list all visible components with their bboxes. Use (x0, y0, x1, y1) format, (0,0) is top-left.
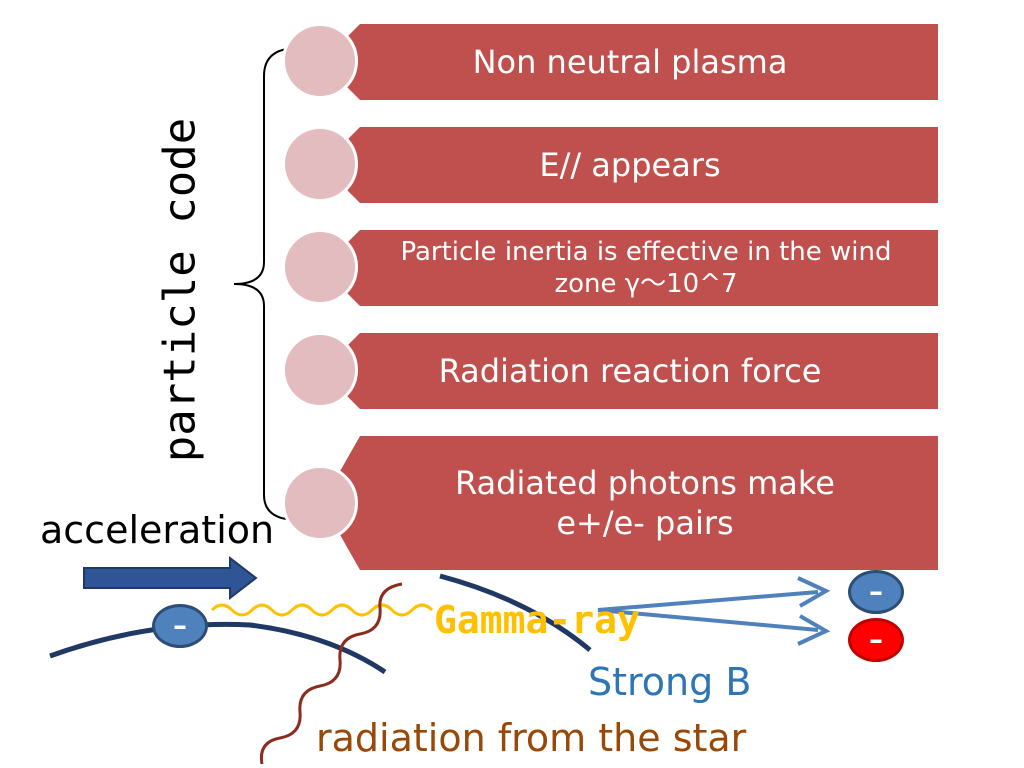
radiation-wave (259, 582, 403, 765)
box-text: Non neutral plasma (472, 43, 788, 81)
acceleration-arrow-icon (83, 555, 258, 601)
particle-code-label: particle code (154, 117, 206, 463)
bullet-circle-4 (282, 332, 358, 408)
gamma-ray-wave (210, 603, 434, 617)
box-text: Particle inertia is effective in the win… (400, 236, 892, 300)
field-line-upper (439, 573, 592, 652)
gamma-ray-label: Gamma-ray (434, 598, 640, 642)
box-text: Radiation reaction force (438, 352, 822, 390)
pair-arrow-upper (597, 590, 819, 612)
pair-positron-particle: – (848, 618, 904, 662)
bullet-circle-2 (282, 126, 358, 202)
pair-arrow-lower-head-icon (797, 614, 831, 646)
strong-b-label: Strong B (588, 660, 752, 704)
electron-particle: – (152, 604, 208, 648)
pair-arrow-lower (597, 608, 819, 632)
brace-icon (233, 47, 299, 521)
box-non-neutral-plasma: Non neutral plasma (322, 24, 938, 100)
box-radiated-photons: Radiated photons make e+/e- pairs (322, 436, 938, 570)
box-radiation-reaction: Radiation reaction force (322, 333, 938, 409)
field-line-lower (49, 621, 387, 675)
box-text: Radiated photons make e+/e- pairs (455, 464, 835, 542)
bullet-circle-3 (282, 229, 358, 305)
minus-sign: – (173, 609, 187, 642)
minus-sign: – (869, 623, 883, 656)
bullet-circle-1 (282, 23, 358, 99)
radiation-label: radiation from the star (316, 716, 747, 760)
box-particle-inertia: Particle inertia is effective in the win… (322, 230, 938, 306)
bullet-circle-5 (282, 465, 358, 541)
pair-electron-particle: – (848, 570, 904, 614)
minus-sign: – (869, 575, 883, 608)
pair-arrow-upper-head-icon (797, 576, 831, 608)
box-text: E// appears (539, 146, 721, 184)
box-e-parallel: E// appears (322, 127, 938, 203)
acceleration-label: acceleration (40, 508, 275, 552)
